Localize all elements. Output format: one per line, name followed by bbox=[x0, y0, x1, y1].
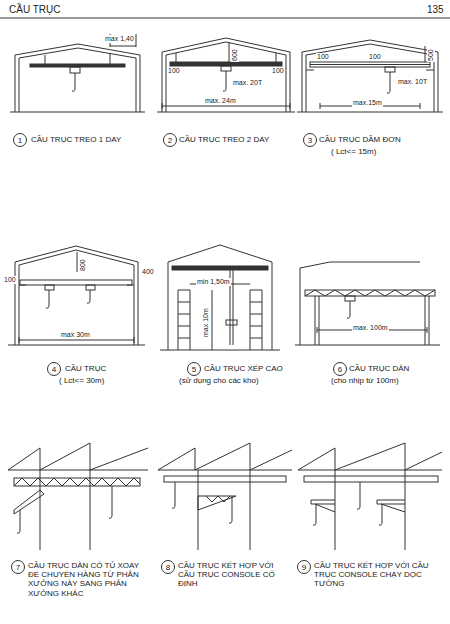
dimension: 100 bbox=[271, 67, 285, 75]
caption-note: ( Lct<= 15m) bbox=[330, 147, 377, 156]
load-capacity: max. 10T bbox=[397, 78, 428, 86]
dimension: max 30m bbox=[60, 331, 91, 339]
caption-note: (cho nhịp từ 100m) bbox=[330, 376, 400, 385]
truss-crane-rotating bbox=[8, 443, 148, 550]
callout-number: 4 bbox=[52, 365, 56, 374]
page-title: CẦU TRỤC bbox=[8, 4, 61, 16]
two-rail-crane bbox=[157, 38, 295, 112]
overhead-crane bbox=[8, 246, 145, 345]
dimension: max 1,40 bbox=[104, 35, 135, 43]
stacker-crane bbox=[160, 245, 280, 350]
caption: CẦU TRỤC XẾP CAO bbox=[203, 364, 284, 373]
caption: CẦU TRỤC TREO 1 DAY bbox=[30, 135, 122, 144]
dimension: max 10m bbox=[202, 307, 210, 338]
callout-number: 2 bbox=[168, 136, 172, 145]
gantry-crane bbox=[295, 262, 440, 345]
crane-wall-console bbox=[298, 443, 442, 550]
dimension: max.15m bbox=[352, 99, 383, 107]
callout-number: 5 bbox=[192, 365, 196, 374]
callout-number: 6 bbox=[338, 365, 342, 374]
caption: CẦU TRỤC DẦM ĐƠN bbox=[318, 135, 402, 144]
caption-note: ( Lct<= 30m) bbox=[58, 376, 105, 385]
caption-note: (sử dụng cho các kho) bbox=[178, 376, 260, 385]
callout-circle: 5 bbox=[187, 362, 201, 376]
caption: CẦU TRỤC TREO 2 DAY bbox=[178, 135, 270, 144]
dimension: 100 bbox=[368, 53, 382, 61]
caption: CẦU TRỤC bbox=[64, 364, 107, 373]
load-capacity: max. 20T bbox=[232, 79, 263, 87]
callout-number: 8 bbox=[166, 563, 170, 572]
dimension: 600 bbox=[231, 48, 239, 62]
single-girder-crane bbox=[297, 40, 443, 112]
callout-circle: 6 bbox=[333, 362, 347, 376]
caption: CẦU TRỤC KẾT HỢP VỚI CẦU TRỤC CONSOLE CH… bbox=[313, 561, 441, 589]
crane-fixed-console bbox=[158, 443, 292, 550]
callout-circle: 1 bbox=[13, 133, 27, 147]
callout-number: 1 bbox=[18, 136, 22, 145]
dimension: max. 100m bbox=[352, 324, 389, 332]
dimension: 100 bbox=[3, 276, 17, 284]
callout-number: 9 bbox=[302, 563, 306, 572]
dimension: 100 bbox=[316, 53, 330, 61]
monorail-crane bbox=[10, 34, 145, 112]
callout-circle: 9 bbox=[297, 560, 311, 574]
callout-number: 3 bbox=[308, 136, 312, 145]
callout-circle: 3 bbox=[303, 133, 317, 147]
callout-circle: 2 bbox=[163, 133, 177, 147]
callout-number: 7 bbox=[16, 563, 20, 572]
caption: CẦU TRỤC KẾT HỢP VỚI CẦU TRỤC CONSOLE CỐ… bbox=[177, 561, 289, 589]
caption: CẦU TRỤC DÀN bbox=[348, 364, 410, 373]
dimension: max. 24m bbox=[204, 97, 237, 105]
dimension: min 1,50m bbox=[196, 278, 231, 286]
callout-circle: 8 bbox=[161, 560, 175, 574]
dimension: 400 bbox=[141, 268, 155, 276]
page-number: 135 bbox=[426, 4, 445, 16]
callout-circle: 4 bbox=[47, 362, 61, 376]
caption: CẦU TRỤC DÀN CÓ TỦ XOAY ĐỂ CHUYỂN HÀNG T… bbox=[27, 561, 151, 598]
dimension: 500 bbox=[427, 48, 435, 62]
dimension: 800 bbox=[79, 258, 87, 272]
callout-circle: 7 bbox=[11, 560, 25, 574]
dimension: 100 bbox=[167, 67, 181, 75]
